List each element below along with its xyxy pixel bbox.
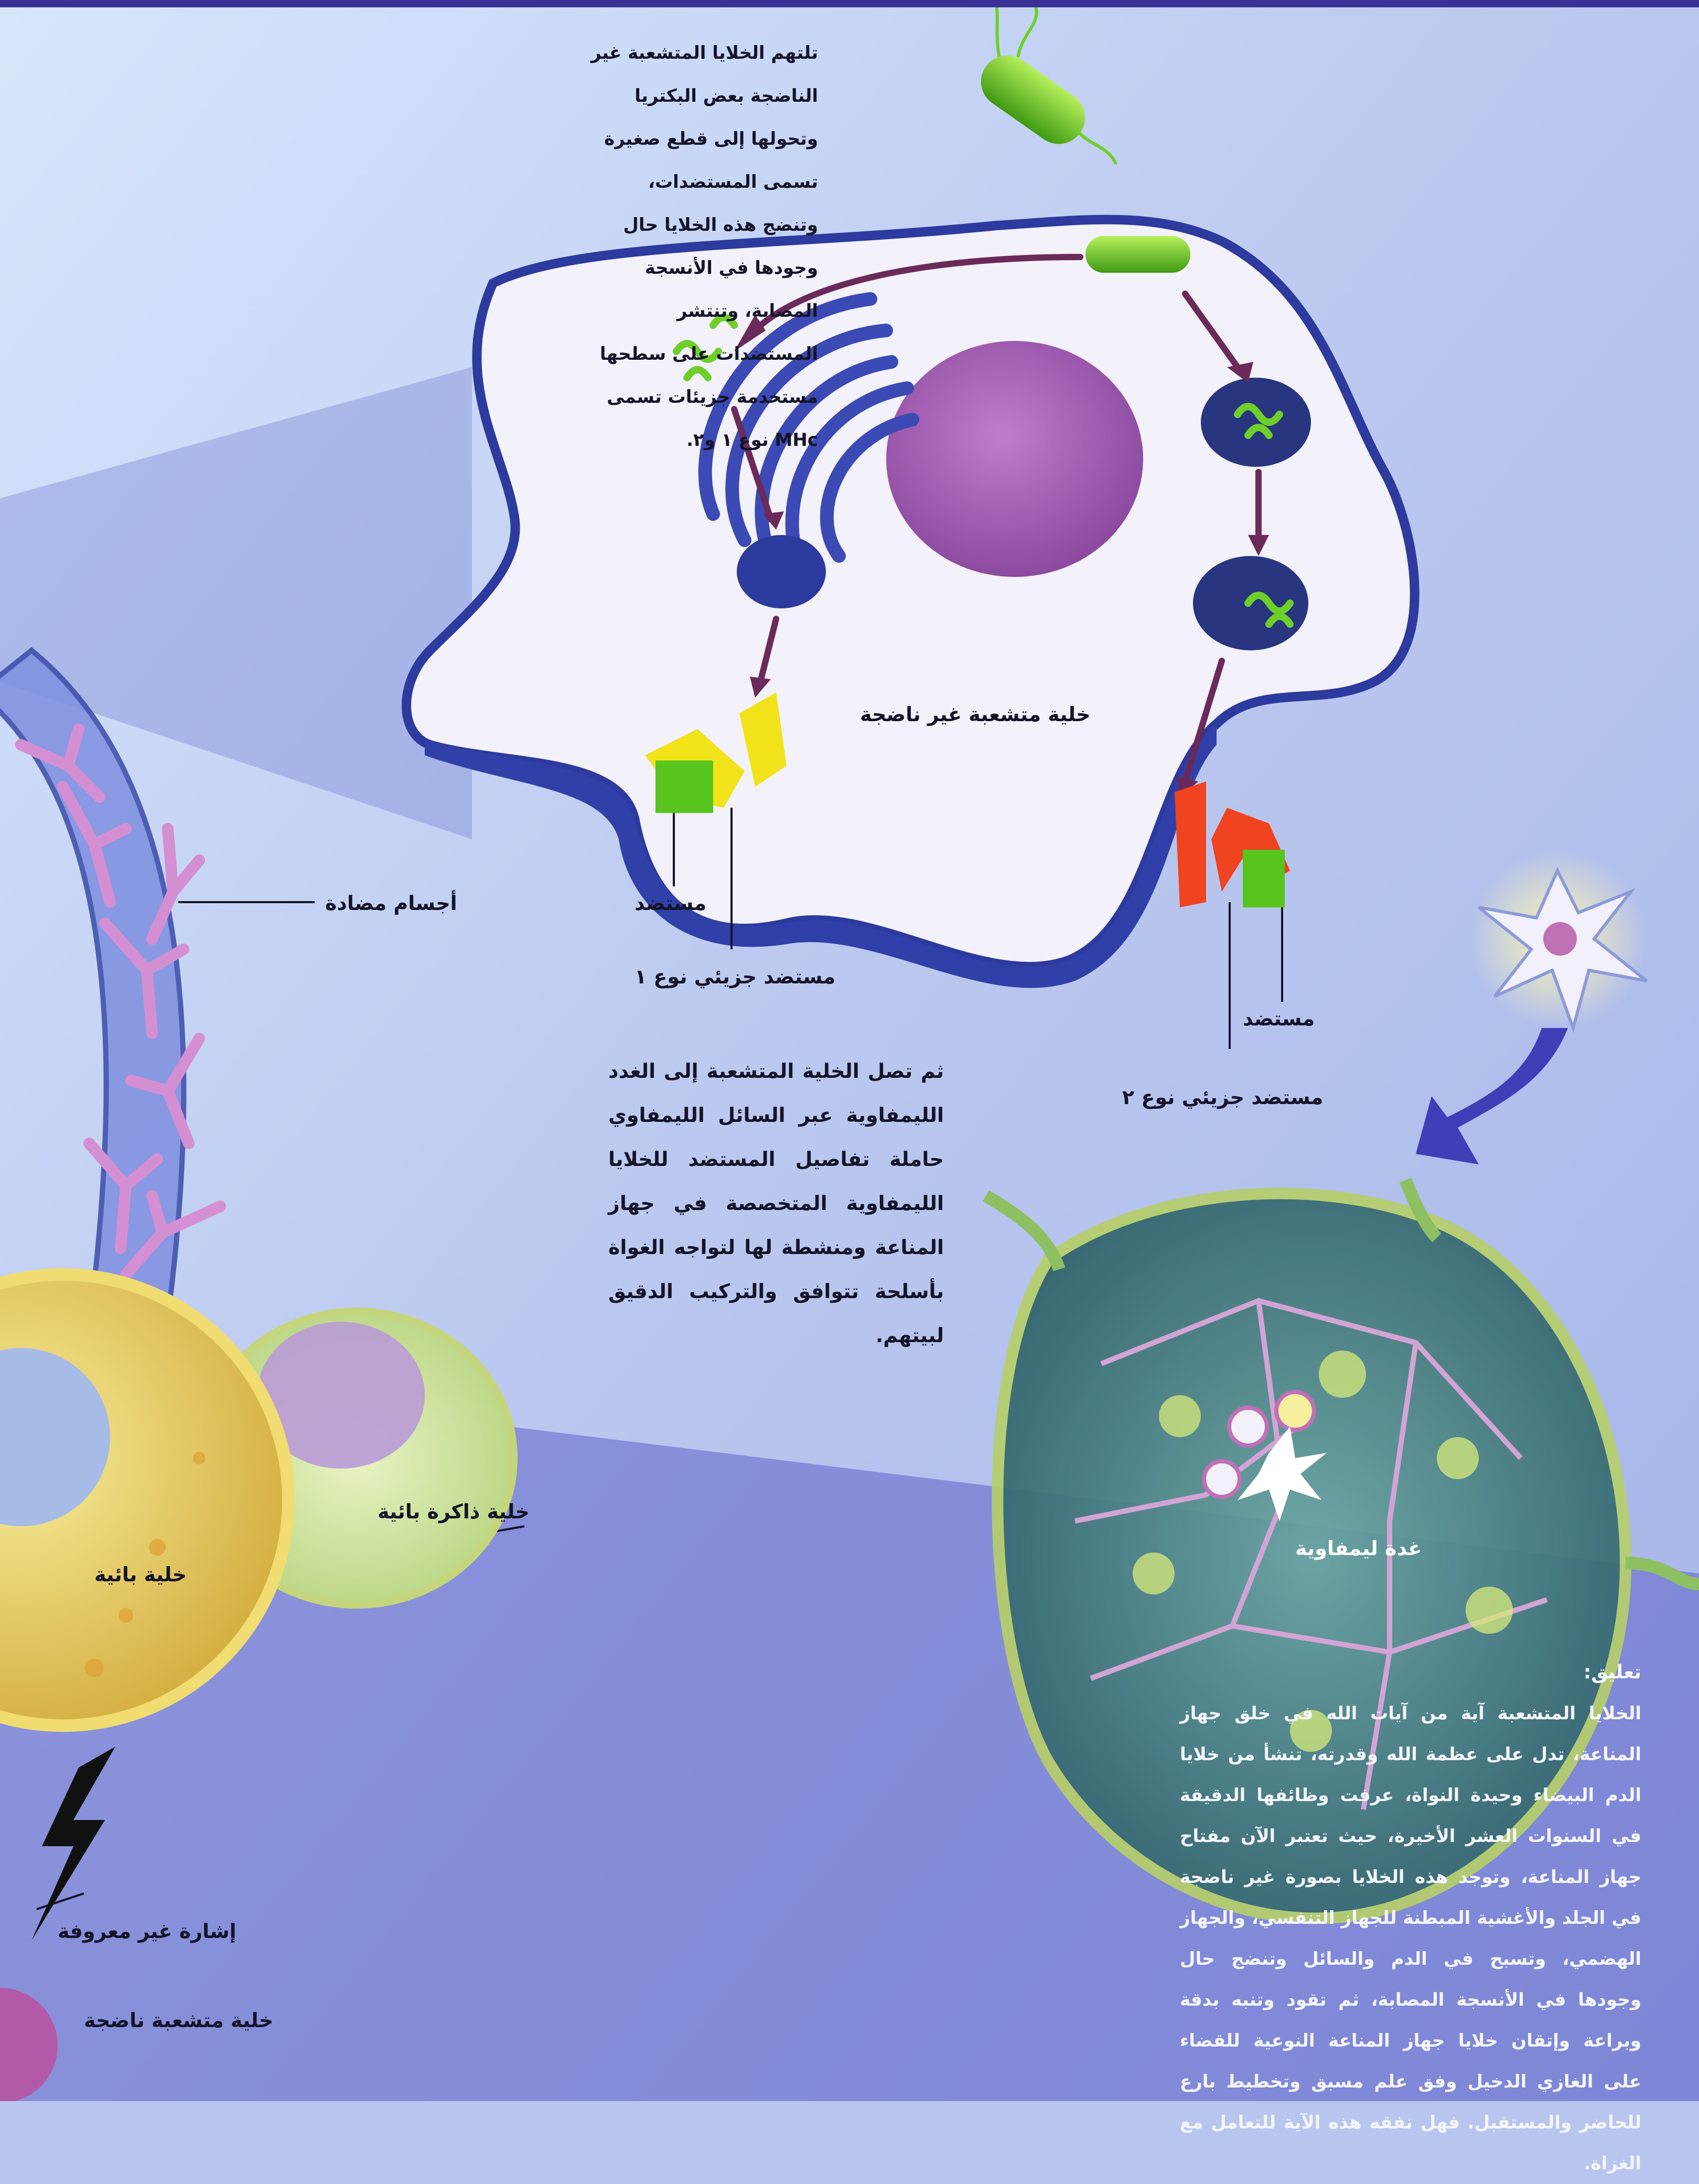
label-antigen-left: مستضد	[635, 892, 706, 915]
label-lymph-node: غدة ليمفاوية	[1295, 1537, 1422, 1560]
nucleus	[886, 341, 1143, 577]
mature-dendritic-cell-star	[1468, 850, 1647, 1028]
label-antibodies: أجسام مضادة	[325, 892, 457, 915]
label-antigen-mhc2: مستضد جزيئي نوع ٢	[1122, 1086, 1323, 1109]
comment-heading: تعليق:	[1180, 1652, 1641, 1693]
antigen-mhc2	[1243, 850, 1285, 907]
mhc2-chain-a	[1175, 781, 1206, 907]
middle-paragraph: ثم تصل الخلية المتشعبة إلى الغدد الليمفا…	[608, 1049, 944, 1357]
label-antigen-right: مستضد	[1243, 1007, 1315, 1030]
top-bar	[0, 0, 1699, 7]
label-mature-dendritic-cell: خلية متشعبة ناضجة	[84, 2009, 273, 2032]
label-immature-dendritic-cell: خلية متشعبة غير ناضجة	[860, 703, 1091, 726]
label-b-cell: خلية بائية	[94, 1563, 187, 1586]
label-memory-b-cell: خلية ذاكرة بائية	[378, 1500, 530, 1523]
illustration: تلتهم الخلايا المتشعبة غير الناضجة بعض ا…	[0, 0, 1699, 2101]
label-unknown-signal: إشارة غير معروفة	[58, 1920, 236, 1943]
vesicle-mhc1	[737, 535, 826, 608]
intro-text: تلتهم الخلايا المتشعبة غير الناضجة بعض ا…	[587, 31, 818, 462]
label-antigen-mhc1: مستضد جزيئي نوع ١	[635, 965, 835, 988]
comment-box: تعليق: الخلايا المتشعبة آية من آيات الله…	[1180, 1652, 1641, 2184]
comment-body: الخلايا المتشعبة آية من آيات الله في خلق…	[1180, 1703, 1641, 2174]
bacterium-engulfed	[1085, 236, 1190, 273]
antigen-mhc1	[655, 761, 713, 813]
phagosome	[1201, 378, 1311, 467]
